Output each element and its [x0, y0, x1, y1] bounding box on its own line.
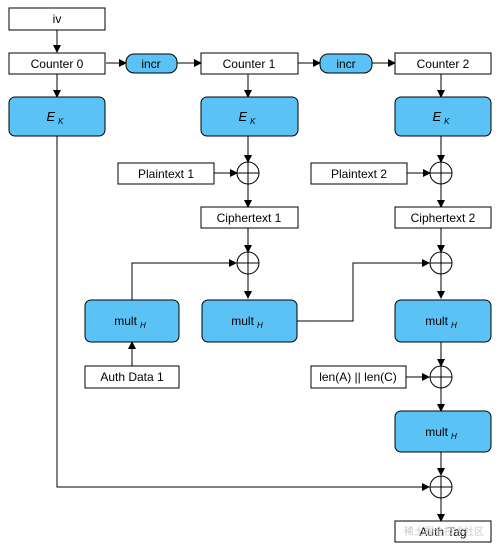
counter1-label: Counter 1	[223, 57, 276, 71]
incr2-label: incr	[336, 57, 355, 71]
xor-1	[236, 161, 260, 185]
ciphertext2-label: Ciphertext 2	[411, 211, 476, 225]
len-label: len(A) || len(C)	[319, 370, 397, 384]
arrow-ek0-xor6	[56, 136, 430, 491]
counter2-box: Counter 2	[394, 52, 492, 75]
ciphertext2-box: Ciphertext 2	[394, 206, 492, 229]
len-box: len(A) || len(C)	[310, 365, 407, 389]
incr1-box: incr	[125, 53, 178, 74]
ciphertext1-label: Ciphertext 1	[217, 211, 282, 225]
connectors	[53, 30, 445, 522]
auth-tag-box: Auth Tag	[394, 520, 492, 543]
arrow-mult-a-xor3	[131, 259, 237, 300]
plaintext1-box: Plaintext 1	[117, 162, 215, 185]
incr1-label: incr	[141, 57, 160, 71]
plaintext2-label: Plaintext 2	[331, 167, 387, 181]
watermark: 稀土掘金技术社区	[404, 525, 484, 538]
plaintext2-box: Plaintext 2	[310, 162, 408, 185]
counter0-label: Counter 0	[31, 57, 84, 71]
auth-tag-label: Auth Tag	[419, 525, 466, 539]
counter1-box: Counter 1	[200, 52, 299, 75]
incr2-box: incr	[319, 53, 373, 74]
xor-5	[429, 365, 453, 389]
xor-2	[429, 161, 453, 185]
counter2-label: Counter 2	[417, 57, 470, 71]
plaintext1-label: Plaintext 1	[138, 167, 194, 181]
arrow-mult-b-xor4	[297, 259, 430, 322]
iv-box: iv	[8, 7, 106, 31]
auth-data-label: Auth Data 1	[100, 370, 164, 384]
iv-label: iv	[53, 12, 62, 26]
xor-4	[429, 251, 453, 275]
xor-6	[429, 475, 453, 499]
xor-3	[236, 251, 260, 275]
auth-data-box: Auth Data 1	[84, 365, 180, 389]
ciphertext1-box: Ciphertext 1	[200, 206, 299, 229]
counter0-box: Counter 0	[8, 52, 106, 75]
